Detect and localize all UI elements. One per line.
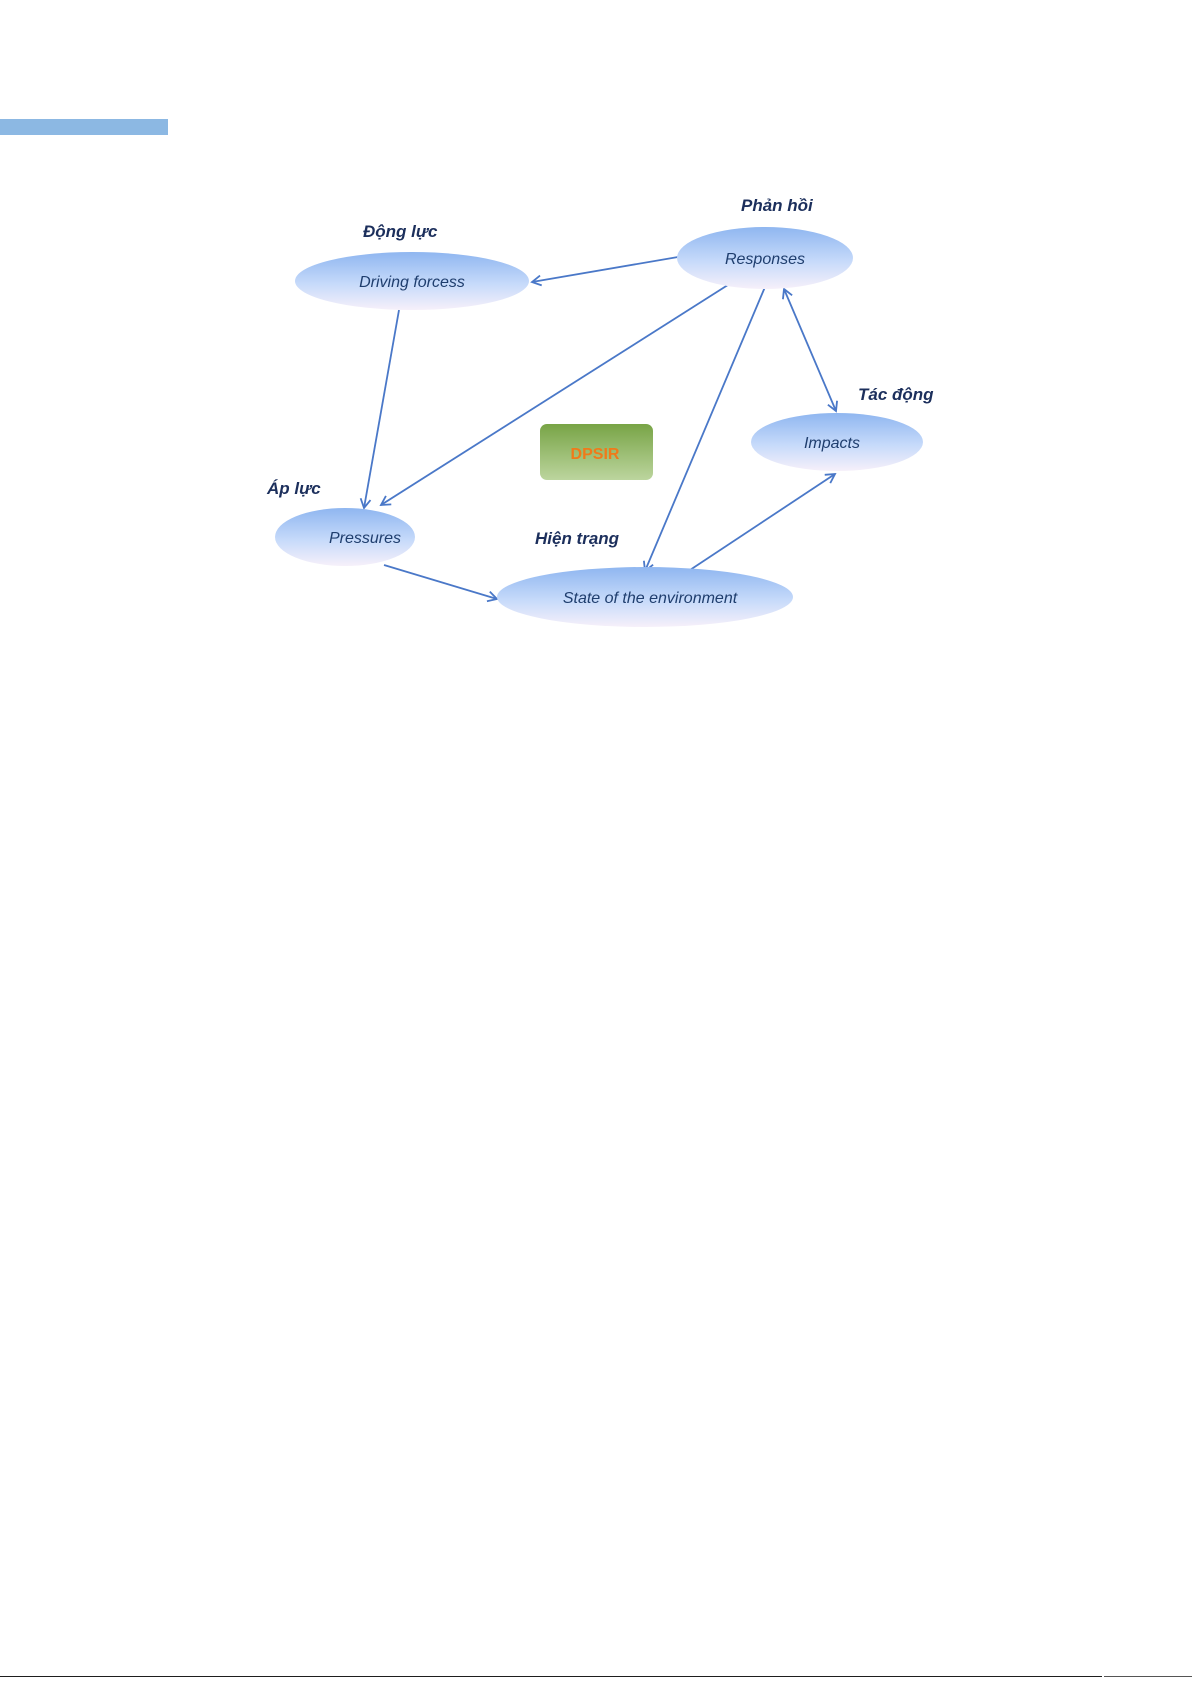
node-impacts: Impacts [751,413,923,471]
caption-driving-forces: Động lực [363,222,438,241]
caption-state: Hiện trạng [535,529,620,548]
node-driving-forces-label: Driving forcess [359,274,465,291]
arrow-responses-to-driving [532,257,678,282]
footer-rule [0,1676,1102,1677]
node-pressures: Pressures [275,508,415,566]
center-dpsir-box: DPSIR [540,424,653,480]
node-impacts-label: Impacts [804,435,860,452]
node-driving-forces: Driving forcess [295,252,529,310]
node-pressures-label: Pressures [329,530,401,547]
arrow-driving-to-pressures [364,310,399,508]
caption-impacts: Tác động [858,385,934,404]
node-state-label: State of the environment [563,590,738,607]
footer-rule-right [1104,1676,1192,1677]
node-state-of-environment: State of the environment [497,567,793,627]
arrow-pressures-to-state [384,565,497,599]
arrow-responses-to-state [645,287,765,571]
arrow-state-to-impacts [690,474,835,570]
center-dpsir-label: DPSIR [571,446,620,463]
caption-responses: Phản hồi [741,196,814,215]
node-responses-label: Responses [725,251,805,268]
caption-pressures: Áp lực [266,479,321,498]
arrow-responses-impacts-bidirectional [784,289,836,411]
node-responses: Responses [677,227,853,289]
